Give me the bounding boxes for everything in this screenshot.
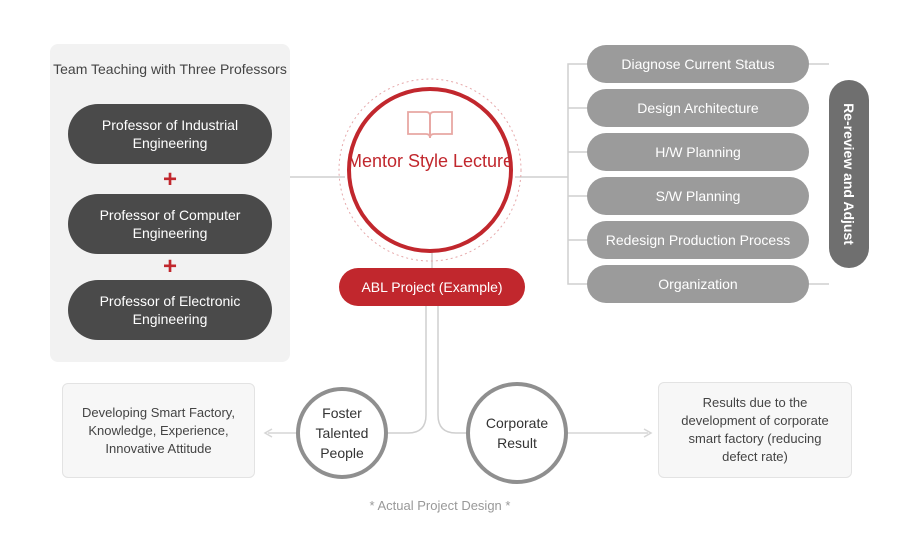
plus-icon: + [162, 166, 177, 193]
mentor-circle-dotted-ring [338, 78, 522, 262]
task-hw-planning: H/W Planning [587, 133, 809, 171]
open-book-icon [407, 111, 453, 139]
mentor-style-lecture-title: Mentor Style Lecture [346, 151, 514, 171]
foster-result-box: Developing Smart Factory, Knowledge, Exp… [62, 383, 255, 478]
foster-talented-people-label: Foster Talented People [315, 405, 369, 461]
corporate-result-box: Results due to the development of corpor… [658, 382, 852, 478]
abl-project-badge: ABL Project (Example) [339, 268, 525, 306]
task-design-architecture: Design Architecture [587, 89, 809, 127]
rereview-adjust-label: Re-review and Adjust [841, 103, 857, 245]
plus-icon: + [162, 253, 177, 280]
task-diagnose-current-status: Diagnose Current Status [587, 45, 809, 83]
foster-result-text: Developing Smart Factory, Knowledge, Exp… [82, 404, 235, 456]
task-organization: Organization [587, 265, 809, 303]
professor-computer-engineering: Professor of Computer Engineering [68, 194, 272, 254]
professor-industrial-engineering: Professor of Industrial Engineering [68, 104, 272, 164]
corporate-result-label: Corporate Result [485, 415, 549, 451]
task-redesign-production-process: Redesign Production Process [587, 221, 809, 259]
corporate-result-text: Results due to the development of corpor… [681, 395, 829, 464]
rereview-adjust-pill [829, 80, 869, 268]
team-teaching-title: Team Teaching with Three Professors [53, 61, 287, 77]
feedback-bracket [809, 63, 829, 285]
footnote-actual-project-design: * Actual Project Design * [369, 498, 511, 513]
foster-circle [296, 387, 388, 479]
task-bracket [567, 63, 587, 285]
mentor-circle [347, 87, 513, 253]
arrow-right [643, 428, 653, 438]
task-sw-planning: S/W Planning [587, 177, 809, 215]
connector-corporate [437, 306, 466, 434]
corporate-circle [466, 382, 568, 484]
connector-foster [388, 306, 427, 434]
professor-electronic-engineering: Professor of Electronic Engineering [68, 280, 272, 340]
arrow-left [263, 428, 273, 438]
